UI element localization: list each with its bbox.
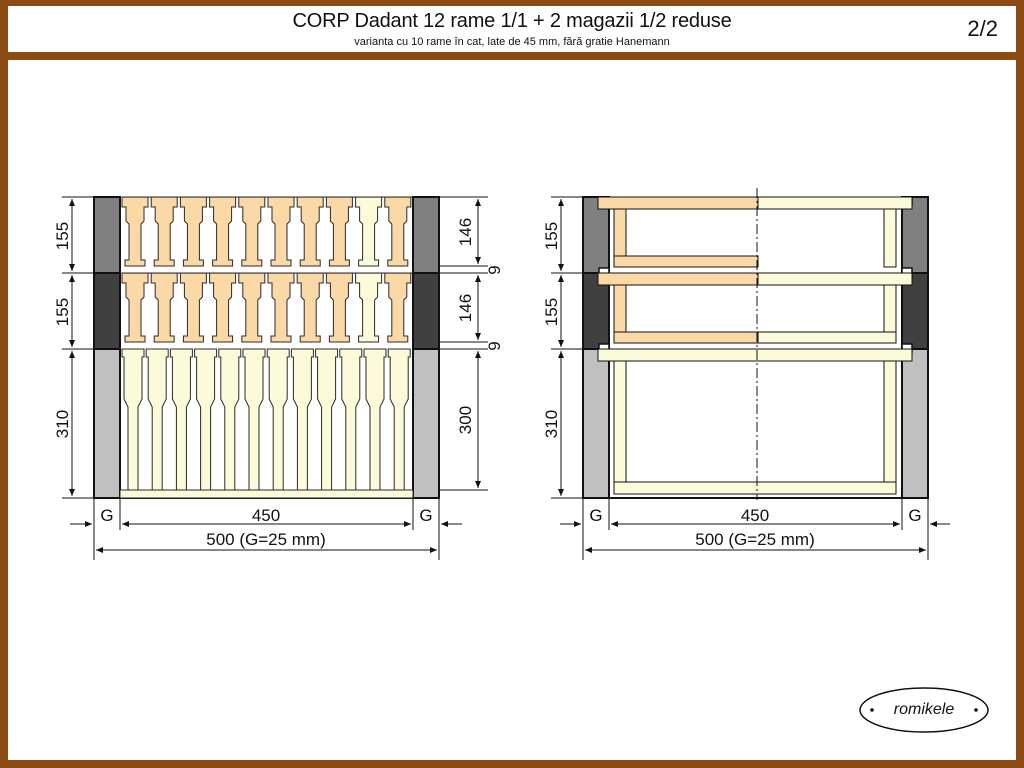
super-wall-right-top	[412, 196, 440, 274]
page-number: 2/2	[967, 16, 998, 41]
half-frame	[238, 196, 266, 267]
full-frame	[266, 348, 290, 491]
half-frame	[267, 272, 295, 343]
side-wall-left-top	[582, 196, 610, 274]
frames-group	[119, 196, 414, 499]
dim-full-frame: 300	[456, 406, 475, 434]
half-frame	[384, 272, 412, 343]
dim-super1-height: 155	[53, 222, 72, 250]
side-section-view	[582, 188, 929, 500]
full-frame	[169, 348, 193, 491]
signature: romikele	[859, 687, 989, 733]
half-frame	[267, 196, 295, 267]
dim-wall-right: G	[419, 506, 432, 525]
page-title: CORP Dadant 12 rame 1/1 + 2 magazii 1/2 …	[292, 10, 732, 32]
dim-half-frame2: 146	[456, 294, 475, 322]
body-wall-left	[93, 348, 121, 499]
half-frame	[384, 196, 412, 267]
side-dim-wall-right: G	[908, 506, 921, 525]
super-wall-left-top	[93, 196, 121, 274]
full-frame	[218, 348, 242, 491]
side-dim-body-height: 310	[542, 410, 561, 438]
side-half-frame-mid	[597, 272, 913, 344]
full-frame	[121, 348, 145, 491]
side-full-frame	[597, 348, 913, 495]
side-wall-left-body	[582, 348, 610, 499]
dim-half-frame1: 146	[456, 218, 475, 246]
side-dim-inner-width: 450	[741, 506, 769, 525]
full-frame	[242, 348, 266, 491]
full-frame	[315, 348, 339, 491]
body-wall-right	[412, 348, 440, 499]
full-frame	[194, 348, 218, 491]
half-frame	[325, 196, 353, 267]
half-frame	[150, 272, 178, 343]
side-half-frame-top	[597, 196, 913, 268]
full-frame	[290, 348, 314, 491]
half-frame	[209, 272, 237, 343]
dim-gap1: 9	[485, 265, 504, 274]
half-frame	[296, 272, 324, 343]
dim-wall-left: G	[100, 506, 113, 525]
page-subtitle: varianta cu 10 rame în cat, late de 45 m…	[354, 36, 670, 48]
full-frame	[387, 348, 411, 491]
half-frame	[355, 196, 383, 267]
dim-body-height: 310	[53, 410, 72, 438]
full-frame	[363, 348, 387, 491]
half-frame	[179, 196, 207, 267]
half-frame	[325, 272, 353, 343]
half-frame	[238, 272, 266, 343]
dim-gap2: 9	[485, 341, 504, 350]
signature-text: romikele	[893, 701, 955, 718]
half-frame	[121, 272, 149, 343]
side-wall-right-body	[901, 348, 929, 499]
side-dim-super2-height: 155	[542, 298, 561, 326]
signature-ellipse	[859, 687, 989, 733]
side-wall-right-top	[901, 196, 929, 274]
side-dim-super1-height: 155	[542, 222, 561, 250]
side-dim-wall-left: G	[589, 506, 602, 525]
half-frame	[209, 196, 237, 267]
half-frame	[121, 196, 149, 267]
full-frame	[339, 348, 363, 491]
dim-inner-width: 450	[252, 506, 280, 525]
half-frame	[179, 272, 207, 343]
half-frame	[150, 196, 178, 267]
front-section-view	[93, 196, 440, 499]
dim-outer-width: 500 (G=25 mm)	[206, 530, 326, 549]
side-dim-outer-width: 500 (G=25 mm)	[695, 530, 815, 549]
half-frame	[296, 196, 324, 267]
super-wall-right-mid	[412, 272, 440, 350]
half-frame	[355, 272, 383, 343]
dim-super2-height: 155	[53, 298, 72, 326]
full-frame	[145, 348, 169, 491]
body-bottom-bar	[119, 489, 414, 499]
super-wall-left-mid	[93, 272, 121, 350]
header-panel: CORP Dadant 12 rame 1/1 + 2 magazii 1/2 …	[8, 6, 1016, 52]
